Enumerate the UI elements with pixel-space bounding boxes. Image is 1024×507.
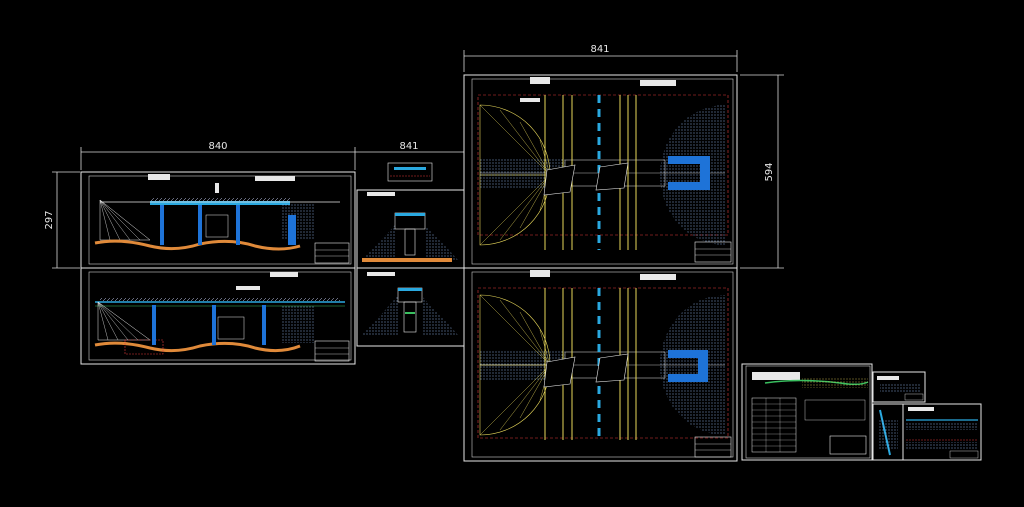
dimension-label-841: 841 [590,44,609,55]
sheet-detail-small-2[interactable] [872,403,904,461]
dimension-label-297: 297 [44,210,55,229]
sheet-cross-section-2[interactable] [356,267,465,347]
sheet-cross-section-1[interactable] [356,189,465,269]
sheet-longitudinal-2[interactable] [80,267,356,365]
sheet-detail-table[interactable] [741,363,873,461]
sheet-longitudinal-1[interactable] [80,171,356,269]
detail-top-small[interactable] [387,162,433,182]
dimension-right-a1: 594 [740,74,784,269]
dimension-label-840: 840 [208,141,227,152]
dimension-label-841-mid: 841 [399,141,418,152]
dimension-left-a3: 297 [44,171,80,269]
sheet-detail-small-3[interactable] [902,403,982,461]
dimension-top-a1: 841 [463,44,738,72]
sheet-plan-2[interactable] [463,267,738,462]
sheet-plan-1[interactable] [463,74,738,269]
dimension-top-a3: 840 [80,141,356,170]
dimension-label-594: 594 [764,162,775,181]
dimension-top-mid: 841 [355,141,464,153]
sheet-detail-small-1[interactable] [872,371,926,403]
